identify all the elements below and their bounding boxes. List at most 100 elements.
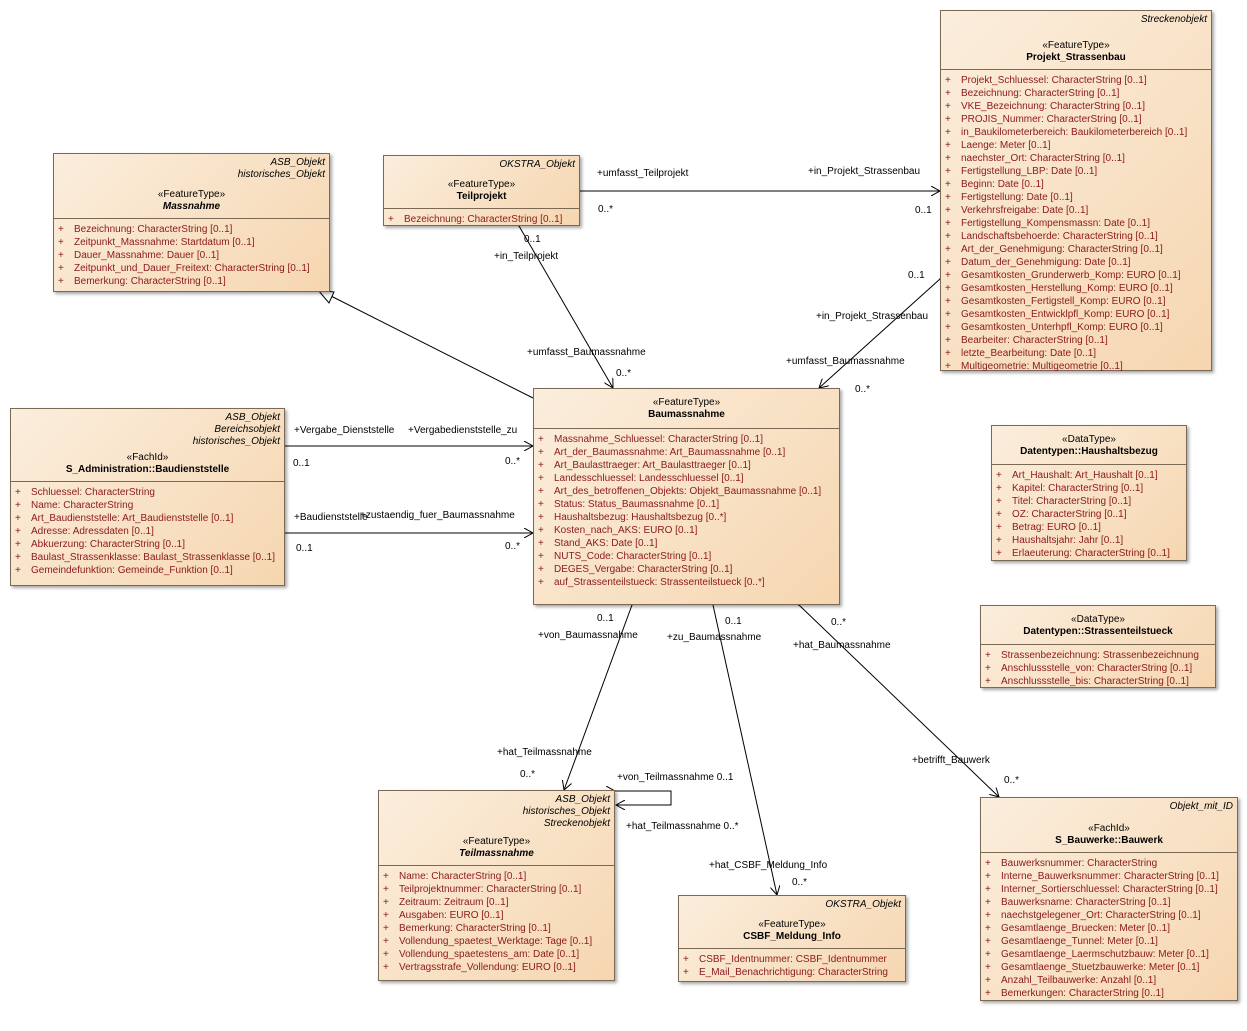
class-tag: historisches_Objekt bbox=[237, 169, 325, 180]
attribute-text: naechster_Ort: CharacterString [0..1] bbox=[961, 153, 1125, 164]
attribute-row: +Stand_AKS: Date [0..1] bbox=[538, 537, 835, 550]
attribute-row: +Fertigstellung_LBP: Date [0..1] bbox=[945, 165, 1207, 178]
class-tag: Streckenobjekt bbox=[543, 818, 610, 829]
attribute-text: CSBF_Identnummer: CSBF_Identnummer bbox=[699, 954, 887, 965]
role-vergabedienststelle-zu: +Vergabedienststelle_zu bbox=[408, 425, 518, 436]
attribute-text: E_Mail_Benachrichtigung: CharacterString bbox=[699, 967, 888, 978]
attribute-text: Baulast_Strassenklasse: Baulast_Strassen… bbox=[31, 552, 276, 563]
attribute-text: Fertigstellung_LBP: Date [0..1] bbox=[961, 166, 1098, 177]
attribute-row: +Bezeichnung: CharacterString [0..1] bbox=[58, 223, 325, 236]
visibility-marker: + bbox=[58, 276, 64, 287]
attribute-list: +Art_Haushalt: Art_Haushalt [0..1]+Kapit… bbox=[992, 465, 1186, 562]
class-header: Objekt_mit_ID «FachId» S_Bauwerke::Bauwe… bbox=[981, 798, 1237, 853]
visibility-marker: + bbox=[945, 335, 951, 346]
attribute-row: +Art_Baudienststelle: Art_Baudienststell… bbox=[15, 512, 280, 525]
class-name: Teilmassnahme bbox=[459, 848, 534, 859]
attribute-row: +Vertragsstrafe_Vollendung: EURO [0..1] bbox=[383, 961, 610, 974]
attribute-text: Gesamtlaenge_Bruecken: Meter [0..1] bbox=[1001, 923, 1170, 934]
role-zustaendig-fuer-baumassnahme: +zustaendig_fuer_Baumassnahme bbox=[360, 510, 515, 521]
class-baudienststelle[interactable]: ASB_Objekt Bereichsobjekt historisches_O… bbox=[10, 408, 285, 586]
attribute-list: +Massnahme_Schluessel: CharacterString [… bbox=[534, 429, 839, 591]
assoc-teilprojekt-baumassnahme bbox=[519, 226, 613, 388]
attribute-row: +Fertigstellung_Kompensmassn: Date [0..1… bbox=[945, 217, 1207, 230]
multiplicity: 0..* bbox=[616, 368, 632, 379]
visibility-marker: + bbox=[538, 551, 544, 562]
class-strassenteilstueck[interactable]: «DataType» Datentypen::Strassenteilstuec… bbox=[980, 605, 1216, 688]
attribute-row: +VKE_Bezeichnung: CharacterString [0..1] bbox=[945, 100, 1207, 113]
visibility-marker: + bbox=[985, 975, 991, 986]
attribute-row: +Landschaftsbehoerde: CharacterString [0… bbox=[945, 230, 1207, 243]
attribute-row: +Gesamtlaenge_Stuetzbauwerke: Meter [0..… bbox=[985, 961, 1233, 974]
attribute-row: +Massnahme_Schluessel: CharacterString [… bbox=[538, 433, 835, 446]
attribute-row: +Ausgaben: EURO [0..1] bbox=[383, 909, 610, 922]
attribute-text: Teilprojektnummer: CharacterString [0..1… bbox=[399, 884, 582, 895]
class-tag: Bereichsobjekt bbox=[214, 424, 280, 435]
attribute-list: +Schluessel: CharacterString+Name: Chara… bbox=[11, 482, 284, 579]
attribute-text: Gesamtkosten_Herstellung_Komp: EURO [0..… bbox=[961, 283, 1173, 294]
class-header: ASB_Objekt historisches_Objekt Streckeno… bbox=[379, 791, 614, 866]
attribute-row: +Dauer_Massnahme: Dauer [0..1] bbox=[58, 249, 325, 262]
class-massnahme[interactable]: ASB_Objekt historisches_Objekt «FeatureT… bbox=[53, 153, 330, 292]
role-hat-teilmassnahme-self: +hat_Teilmassnahme 0..* bbox=[626, 821, 739, 832]
visibility-marker: + bbox=[58, 263, 64, 274]
attribute-row: +Gesamtkosten_Herstellung_Komp: EURO [0.… bbox=[945, 282, 1207, 295]
class-name: S_Bauwerke::Bauwerk bbox=[1055, 835, 1163, 846]
class-header: «DataType» Datentypen::Strassenteilstuec… bbox=[981, 606, 1215, 645]
attribute-text: Bemerkung: CharacterString [0..1] bbox=[399, 923, 551, 934]
attribute-text: Anzahl_Teilbauwerke: Anzahl [0..1] bbox=[1001, 975, 1157, 986]
visibility-marker: + bbox=[996, 535, 1002, 546]
attribute-row: +Zeitraum: Zeitraum [0..1] bbox=[383, 896, 610, 909]
attribute-row: +Interne_Bauwerksnummer: CharacterString… bbox=[985, 870, 1233, 883]
class-stereotype: «FeatureType» bbox=[758, 919, 826, 930]
visibility-marker: + bbox=[58, 224, 64, 235]
class-name: Datentypen::Strassenteilstueck bbox=[1023, 626, 1173, 637]
role-in-projekt-strassenbau: +in_Projekt_Strassenbau bbox=[816, 311, 929, 322]
class-header: ASB_Objekt historisches_Objekt «FeatureT… bbox=[54, 154, 329, 219]
attribute-row: +Verkehrsfreigabe: Date [0..1] bbox=[945, 204, 1207, 217]
attribute-text: Gesamtkosten_Grunderwerb_Komp: EURO [0..… bbox=[961, 270, 1181, 281]
attribute-row: +Art_des_betroffenen_Objekts: Objekt_Bau… bbox=[538, 485, 835, 498]
attribute-list: +Strassenbezeichnung: Strassenbezeichnun… bbox=[981, 645, 1215, 690]
attribute-row: + E_Mail_Benachrichtigung: CharacterStrin… bbox=[683, 966, 901, 979]
visibility-marker: + bbox=[945, 192, 951, 203]
attribute-row: +Interner_Sortierschluessel: CharacterSt… bbox=[985, 883, 1233, 896]
attribute-text: Projekt_Schluessel: CharacterString [0..… bbox=[961, 75, 1147, 86]
visibility-marker: + bbox=[985, 962, 991, 973]
class-header: ASB_Objekt Bereichsobjekt historisches_O… bbox=[11, 409, 284, 482]
attribute-row: +Gesamtkosten_Entwicklpfl_Komp: EURO [0.… bbox=[945, 308, 1207, 321]
attribute-row: +DEGES_Vergabe: CharacterString [0..1] bbox=[538, 563, 835, 576]
attribute-row: +Vollendung_spaetestens_am: Date [0..1] bbox=[383, 948, 610, 961]
attribute-row: +Landesschluessel: Landesschluessel [0..… bbox=[538, 472, 835, 485]
attribute-text: Stand_AKS: Date [0..1] bbox=[554, 538, 658, 549]
visibility-marker: + bbox=[945, 218, 951, 229]
visibility-marker: + bbox=[945, 231, 951, 242]
class-bauwerk[interactable]: Objekt_mit_ID «FachId» S_Bauwerke::Bauwe… bbox=[980, 797, 1238, 1001]
class-tag: Objekt_mit_ID bbox=[1169, 801, 1233, 812]
attribute-text: Haushaltsbezug: Haushaltsbezug [0..*] bbox=[554, 512, 727, 523]
class-teilmassnahme[interactable]: ASB_Objekt historisches_Objekt Streckeno… bbox=[378, 790, 615, 981]
visibility-marker: + bbox=[945, 114, 951, 125]
class-teilprojekt[interactable]: OKSTRA_Objekt «FeatureType» Teilprojekt … bbox=[383, 155, 580, 226]
visibility-marker: + bbox=[945, 179, 951, 190]
class-haushaltsbezug[interactable]: «DataType» Datentypen::Haushaltsbezug +A… bbox=[991, 425, 1187, 561]
attribute-row: +Gesamtkosten_Grunderwerb_Komp: EURO [0.… bbox=[945, 269, 1207, 282]
multiplicity: 0..1 bbox=[725, 616, 742, 627]
multiplicity: 0..* bbox=[505, 456, 521, 467]
visibility-marker: + bbox=[945, 153, 951, 164]
class-csbf-meldung-info[interactable]: OKSTRA_Objekt «FeatureType» CSBF_Meldung… bbox=[678, 895, 906, 982]
visibility-marker: + bbox=[945, 101, 951, 112]
visibility-marker: + bbox=[683, 967, 689, 978]
attribute-text: Gesamtkosten_Unterhpfl_Komp: EURO [0..1] bbox=[961, 322, 1163, 333]
visibility-marker: + bbox=[538, 434, 544, 445]
attribute-text: Bauwerksname: CharacterString [0..1] bbox=[1001, 897, 1171, 908]
visibility-marker: + bbox=[945, 127, 951, 138]
visibility-marker: + bbox=[945, 257, 951, 268]
assoc-baumassnahme-bauwerk bbox=[799, 605, 999, 797]
attribute-text: Art_Baulasttraeger: Art_Baulasttraeger [… bbox=[554, 460, 751, 471]
class-projekt-strassenbau[interactable]: Streckenobjekt «FeatureType» Projekt_Str… bbox=[940, 10, 1212, 372]
class-baumassnahme[interactable]: «FeatureType» Baumassnahme +Massnahme_Sc… bbox=[533, 388, 840, 605]
attribute-row: +auf_Strassenteilstueck: Strassenteilstu… bbox=[538, 576, 835, 589]
visibility-marker: + bbox=[538, 499, 544, 510]
attribute-row: +Gesamtkosten_Unterhpfl_Komp: EURO [0..1… bbox=[945, 321, 1207, 334]
